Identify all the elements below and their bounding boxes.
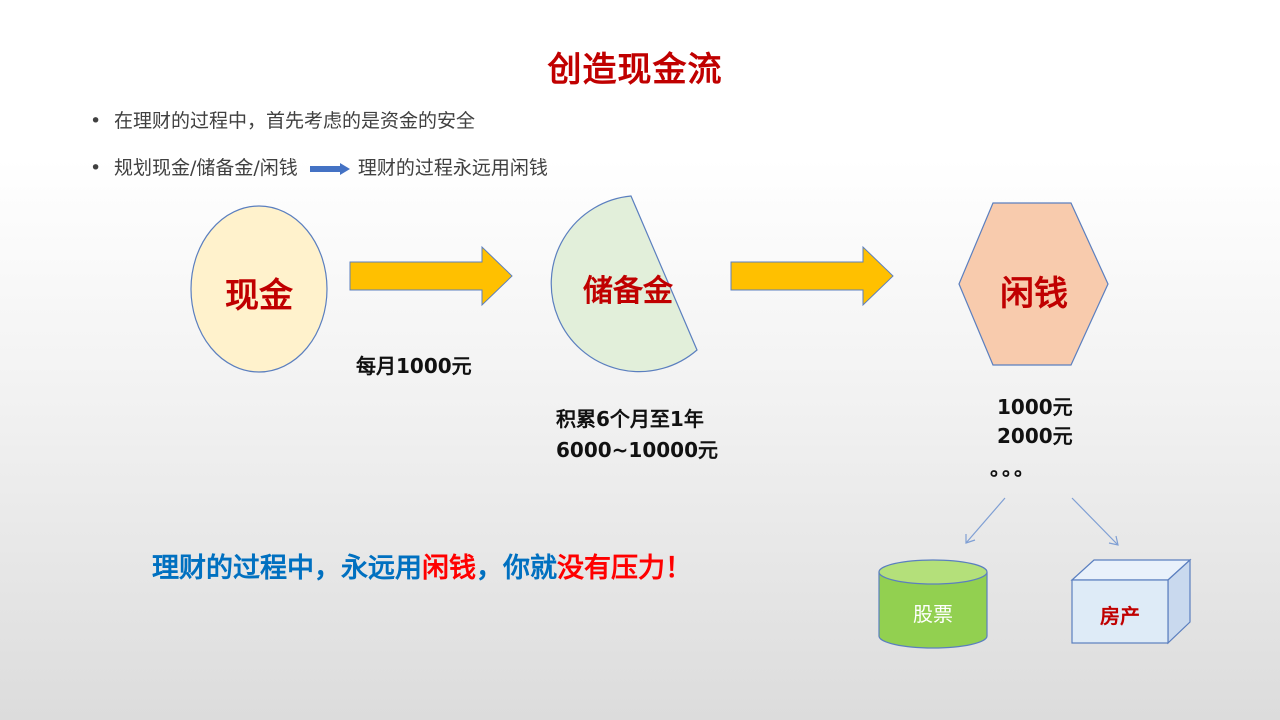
property-cube — [1070, 558, 1192, 645]
reserve-label: 储备金 — [583, 274, 673, 309]
monthly-note: 每月1000元 — [356, 354, 472, 378]
idle-note-ellipsis: 。。。 — [990, 456, 1036, 480]
cash-label: 现金 — [225, 276, 293, 316]
split-arrow-right — [1071, 497, 1119, 546]
stock-label: 股票 — [913, 602, 953, 626]
flow-arrow-2 — [730, 245, 894, 307]
split-arrowhead-left — [965, 534, 976, 544]
reserve-shape — [550, 195, 698, 373]
bullet-item-safety: • 在理财的过程中，首先考虑的是资金的安全 — [90, 106, 475, 133]
idle-note-line2: 2000元 — [997, 424, 1073, 448]
page-title: 创造现金流 — [547, 50, 723, 90]
accumulate-note-line2: 6000~10000元 — [556, 438, 719, 462]
bullet-item-plan: • 规划现金/储备金/闲钱 理财的过程永远用闲钱 — [90, 153, 548, 180]
split-arrows — [965, 497, 1119, 546]
idle-note-line1: 1000元 — [997, 395, 1073, 419]
slogan-highlight-idle: 闲钱 — [422, 553, 476, 584]
idle-label: 闲钱 — [1000, 274, 1068, 314]
slogan-highlight-pressure: 没有压力 — [557, 553, 665, 584]
bullet-dot: • — [90, 110, 102, 132]
right-arrow-icon — [309, 162, 350, 175]
slogan-part3: ，你就 — [476, 553, 557, 584]
property-label: 房产 — [1100, 604, 1140, 628]
cash-ellipse — [190, 205, 328, 373]
idle-hexagon — [958, 202, 1109, 366]
slogan-part1: 理财的过程中，永远用 — [152, 553, 422, 584]
bullet-text: 在理财的过程中，首先考虑的是资金的安全 — [114, 110, 476, 132]
slogan: 理财的过程中，永远用闲钱，你就没有压力！ — [152, 546, 692, 585]
slogan-exclamation: ！ — [665, 553, 692, 584]
stock-cylinder — [878, 559, 988, 649]
split-arrowhead-right — [1108, 535, 1119, 546]
split-arrow-left — [965, 497, 1006, 544]
bullet-text-right: 理财的过程永远用闲钱 — [357, 157, 548, 179]
flow-arrow-1 — [349, 245, 513, 307]
accumulate-note-line1: 积累6个月至1年 — [556, 407, 704, 431]
bullet-dot: • — [90, 157, 102, 179]
bullet-text-left: 规划现金/储备金/闲钱 — [114, 157, 298, 179]
